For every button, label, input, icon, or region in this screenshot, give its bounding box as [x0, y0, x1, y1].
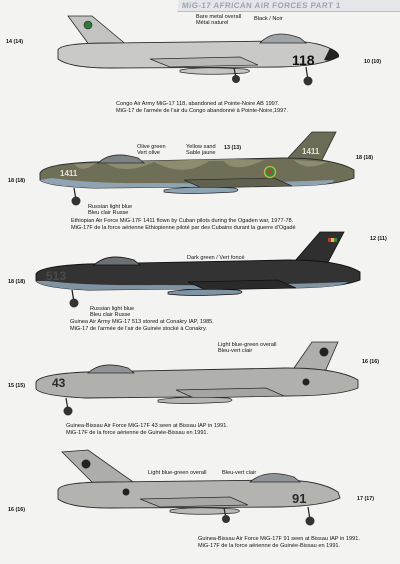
ref-congo-left: 14 (14) — [6, 39, 24, 45]
label-ethiopia-secondary: Yellow sand Sable jaune — [186, 144, 216, 157]
ref-gb43-left: 15 (15) — [8, 383, 26, 389]
tail-number-ethiopia-tail: 1411 — [302, 147, 320, 156]
caption-gb43: Guinea-Bissau Air Force MiG-17F 43 seen … — [66, 423, 228, 436]
ref-congo-right: 10 (10) — [364, 59, 382, 65]
ref-gb91-right: 17 (17) — [357, 496, 375, 502]
caption-ethiopia: Ethiopian Air Force MiG-17F 1411 flown b… — [71, 218, 296, 231]
caption-guinea: Guinea Air Army MiG-17 513 stored at Con… — [70, 319, 214, 332]
tail-number-ethiopia-nose: 1411 — [60, 169, 78, 178]
ref-ethiopia-13: 13 (13) — [224, 145, 242, 151]
label-congo-main: Bare metal overall Métal naturel — [196, 14, 242, 27]
label-gb91-main: Light blue-green overall — [148, 470, 207, 476]
profile-guinea-bissau-91: 91 Light blue-green overall Bleu-vert cl… — [0, 440, 400, 564]
label-gb91-main-fr: Bleu-vert clair — [222, 470, 257, 476]
tail-number-guinea: 513 — [46, 269, 66, 283]
label-guinea-main: Dark green / Vert foncé — [187, 255, 245, 261]
profile-ethiopia: 1411 1411 Olive green Vert olive Yellow … — [0, 120, 400, 232]
label-gb43-main: Light blue-green overall Bleu-vert clair — [218, 342, 277, 355]
aircraft-profile-congo: 118 — [57, 15, 340, 86]
ref-gb43-right: 16 (16) — [362, 359, 380, 365]
ref-gb91-left: 16 (16) — [8, 507, 26, 513]
caption-congo: Congo Air Army MiG-17 118, abandoned at … — [116, 101, 288, 114]
tail-number-congo: 118 — [292, 52, 315, 68]
aircraft-profile-ethiopia: 1411 1411 — [39, 131, 355, 206]
label-ethiopia-underside: Russian light blue Bleu clair Russe — [88, 204, 133, 217]
label-congo-secondary: Black / Noir — [254, 16, 283, 22]
ref-ethiopia-left: 18 (18) — [8, 178, 26, 184]
aircraft-profile-guinea-bissau-91: 91 — [57, 449, 341, 526]
label-ethiopia-main: Olive green Vert olive — [137, 144, 166, 157]
tail-number-gb91: 91 — [292, 491, 306, 506]
aircraft-profile-guinea: 513 — [35, 231, 361, 308]
caption-gb91: Guinea-Bissau Air Force MiG-17F 91 seen … — [198, 536, 360, 549]
ref-guinea-right: 12 (11) — [370, 236, 387, 242]
ref-guinea-left: 18 (18) — [8, 279, 26, 285]
ref-ethiopia-right: 18 (18) — [356, 155, 374, 161]
profile-congo: 118 Bare metal overall Métal naturel Bla… — [0, 0, 400, 120]
tail-number-gb43: 43 — [52, 376, 66, 390]
label-guinea-underside: Russian light blue Bleu clair Russe — [90, 306, 135, 319]
profile-guinea: 513 Dark green / Vert foncé 12 (11) 18 (… — [0, 224, 400, 338]
profile-guinea-bissau-43: 43 Light blue-green overall Bleu-vert cl… — [0, 338, 400, 440]
aircraft-profile-guinea-bissau-43: 43 — [35, 341, 359, 416]
